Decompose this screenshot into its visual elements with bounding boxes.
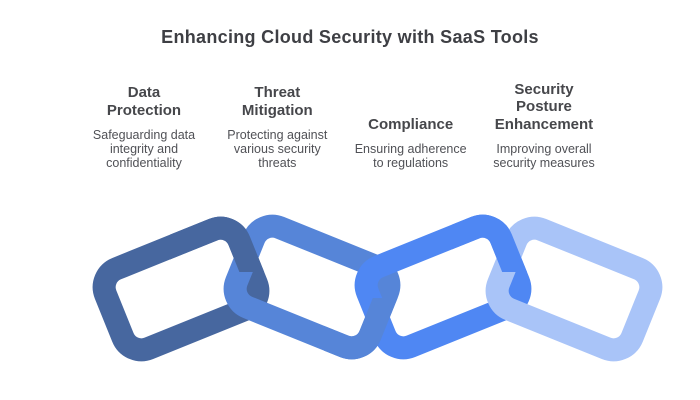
column-threat-mitigation: Threat Mitigation Protecting against var… bbox=[214, 84, 340, 170]
column-heading: Threat Mitigation bbox=[241, 84, 313, 119]
column-compliance: Compliance Ensuring adherence to regulat… bbox=[348, 116, 474, 171]
column-description: Improving overall security measures bbox=[493, 142, 595, 170]
column-heading: Security Posture Enhancement bbox=[494, 80, 594, 133]
column-data-protection: Data Protection Safeguarding data integr… bbox=[81, 84, 207, 170]
page-title: Enhancing Cloud Security with SaaS Tools bbox=[161, 27, 539, 47]
column-description: Safeguarding data integrity and confiden… bbox=[92, 128, 196, 170]
column-description: Ensuring adherence to regulations bbox=[354, 142, 467, 170]
column-heading: Compliance bbox=[368, 115, 454, 133]
feature-columns: Data Protection Safeguarding data integr… bbox=[81, 70, 607, 171]
column-heading: Data Protection bbox=[106, 84, 182, 119]
column-security-posture: Security Posture Enhancement Improving o… bbox=[481, 81, 607, 171]
column-description: Protecting against various security thre… bbox=[227, 128, 328, 170]
